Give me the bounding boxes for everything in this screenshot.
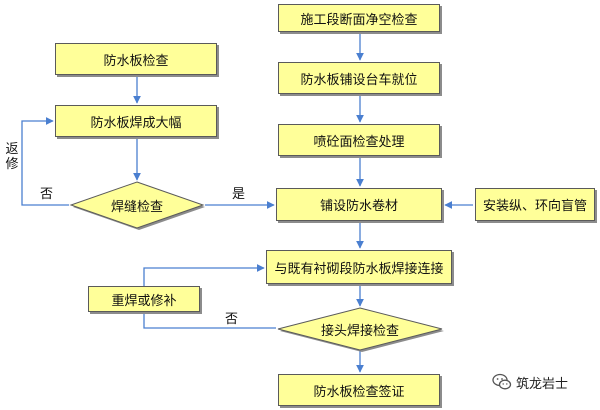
watermark: 筑龙岩士 — [492, 372, 568, 392]
edge-label-joint-no: 否 — [225, 312, 239, 327]
node-joint-weld-check: 接头焊接检查 — [320, 323, 399, 339]
arrow-seam-no-return — [21, 117, 69, 206]
node-waterproof-board-signoff: 防水板检查签证 — [278, 374, 440, 406]
node-weld-seam-check: 焊缝检查 — [110, 199, 163, 215]
edge-label-seam-no: 否 — [40, 187, 54, 202]
node-install-drain-pipes: 安装纵、环向盲管 — [475, 188, 595, 221]
node-weld-to-existing-lining: 与既有衬砌段防水板焊接连接 — [266, 250, 452, 284]
node-trolley-positioning: 防水板铺设台车就位 — [278, 62, 440, 94]
node-weld-large-sheets: 防水板焊成大幅 — [55, 105, 217, 137]
node-shotcrete-surface-check: 喷砼面检查处理 — [278, 124, 440, 156]
node-joint-weld-check-shape — [277, 307, 444, 352]
node-weld-seam-check-shape — [69, 181, 205, 230]
watermark-text: 筑龙岩士 — [516, 376, 569, 392]
wechat-icon — [492, 373, 512, 390]
node-reweld-or-repair: 重焊或修补 — [88, 286, 200, 312]
arrow-rework-to-weld-existing — [143, 264, 265, 286]
node-lay-waterproof-roll: 铺设防水卷材 — [276, 188, 442, 221]
arrow-joint-no-to-rework — [143, 312, 276, 329]
edge-label-return-repair: 返修 — [5, 142, 19, 172]
node-waterproof-board-check: 防水板检查 — [55, 43, 217, 75]
node-section-clearance-check: 施工段断面净空检查 — [278, 4, 440, 32]
edge-label-seam-yes: 是 — [232, 187, 246, 202]
